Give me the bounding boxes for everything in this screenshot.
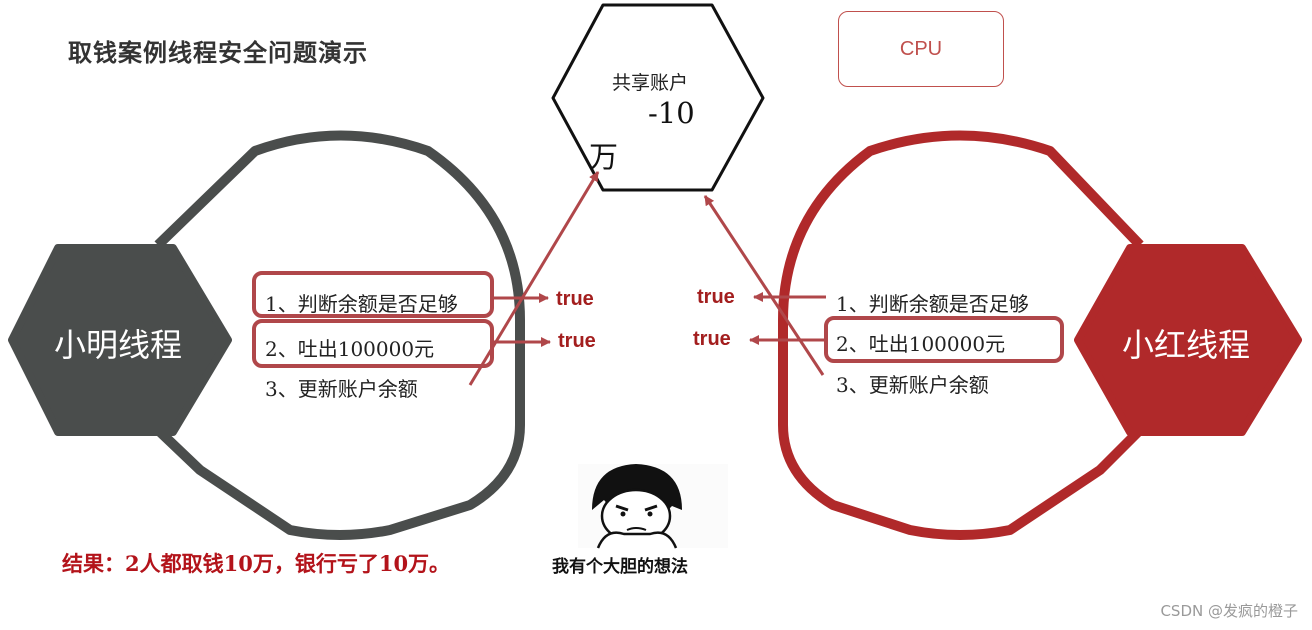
right-step-3: 3、更新账户余额 [836,373,989,397]
shared-account-unit: 万 [589,140,619,174]
shared-account-hex [551,3,765,192]
right-update-arrow [703,195,825,376]
page-title: 取钱案例线程安全问题演示 [68,38,368,67]
left-step-2: 2、吐出100000元 [265,337,435,361]
left-step1-highlight [252,271,494,318]
shared-account-label: 共享账户 [612,72,689,94]
left-true-1: true [556,288,594,310]
meme-caption: 我有个大胆的想法 [552,557,688,577]
right-true-1: true [697,286,735,308]
right-step-1: 1、判断余额是否足够 [836,292,1029,316]
right-thread-outline-hex [778,130,1144,540]
left-step-3: 3、更新账户余额 [265,377,418,401]
left-update-arrow [468,171,600,386]
left-thread-name: 小明线程 [54,326,183,364]
result-text: 结果：2人都取钱10万，银行亏了10万。 [62,551,451,576]
left-thread-hex [8,244,232,436]
left-thread-outline-hex [154,130,525,540]
shared-account-amount: -10 [648,96,695,130]
right-true-2: true [693,328,731,350]
left-true-2: true [558,330,596,352]
left-step-1: 1、判断余额是否足够 [265,292,458,316]
right-step-2: 2、吐出100000元 [836,332,1006,356]
cpu-box: CPU [838,11,1004,87]
watermark: CSDN @发疯的橙子 [1160,602,1298,620]
right-thread-hex [1074,244,1302,436]
right-thread-name: 小红线程 [1122,326,1251,364]
meme-face-icon [578,464,728,549]
cpu-label: CPU [899,37,943,60]
